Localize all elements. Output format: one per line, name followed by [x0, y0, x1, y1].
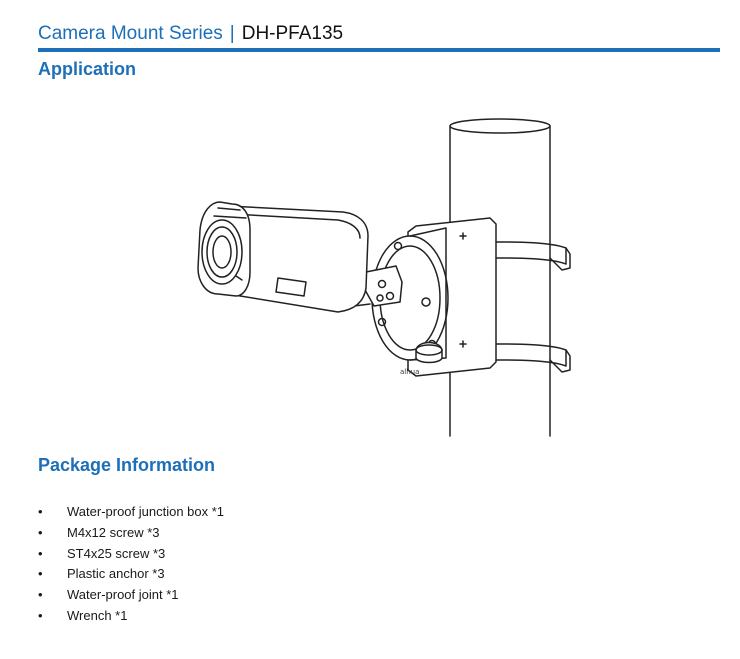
package-list: • Water-proof junction box *1 • M4x12 scre…	[38, 502, 224, 627]
model-number: DH-PFA135	[241, 23, 344, 44]
package-item-label: Water-proof junction box *1	[67, 504, 225, 519]
pole-clamp-icon	[495, 241, 571, 373]
camera-pole-mount-illustration: alhua	[197, 118, 571, 437]
bullet: •	[38, 524, 43, 540]
header-rule	[38, 48, 720, 52]
list-item: • Wrench *1	[38, 606, 224, 627]
package-item-label: Wrench *1	[67, 607, 128, 623]
bullet: •	[38, 566, 43, 582]
pole-icon	[449, 118, 551, 437]
list-item: • Water-proof junction box *1	[38, 502, 224, 523]
bullet-camera-icon	[197, 201, 369, 313]
page-header: Camera Mount Series | DH-PFA135	[38, 20, 720, 52]
bullet: •	[38, 607, 43, 623]
package-item-label: M4x12 screw *3	[67, 524, 160, 540]
bullet: •	[38, 504, 43, 519]
brand-mark: alhua	[400, 368, 419, 376]
header-title: Camera Mount Series | DH-PFA135	[38, 22, 343, 46]
list-item: • M4x12 screw *3	[38, 523, 224, 544]
bullet: •	[38, 587, 43, 603]
application-heading: Application	[38, 59, 136, 79]
list-item: • ST4x25 screw *3	[38, 544, 224, 565]
package-item-label: ST4x25 screw *3	[67, 545, 166, 561]
package-item-label: Water-proof joint *1	[67, 587, 179, 603]
list-item: • Water-proof joint *1	[38, 585, 224, 606]
bullet: •	[38, 545, 43, 561]
header-separator: |	[229, 23, 235, 44]
package-item-label: Plastic anchor *3	[67, 566, 165, 582]
list-item: • Plastic anchor *3	[38, 564, 224, 585]
series-name: Camera Mount Series	[38, 23, 223, 44]
package-information-heading: Package Information	[38, 455, 216, 475]
